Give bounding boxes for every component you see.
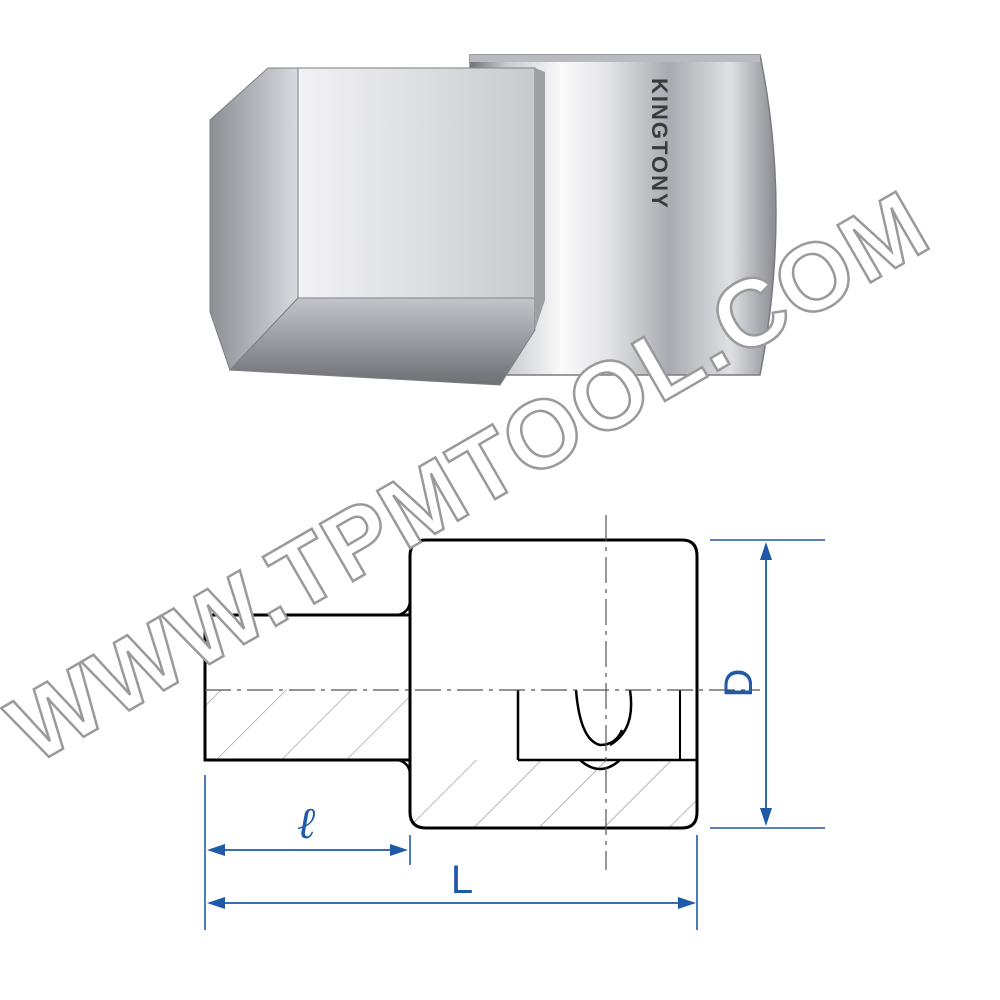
arrowhead-l-left <box>207 844 225 856</box>
square-drive-neck <box>535 68 545 330</box>
arrowhead-l-right <box>390 844 408 856</box>
shank-fillet-bottom <box>397 758 412 776</box>
arrowhead-L-right <box>678 897 696 909</box>
shank-outline <box>203 613 410 762</box>
body-outline <box>408 538 699 830</box>
socket-cylinder <box>469 54 777 376</box>
hex-cavity-arc-left <box>574 689 624 747</box>
square-drive-front-face <box>297 67 536 299</box>
dimension-label-l: ℓ <box>297 799 316 848</box>
technical-drawing: ℓ L D <box>203 515 825 930</box>
arrowhead-L-left <box>207 897 225 909</box>
dimension-label-L: L <box>451 858 473 902</box>
hex-cavity-arc-right <box>609 689 633 747</box>
arrowhead-D-top <box>760 542 772 560</box>
shank-fillet-top <box>397 599 412 617</box>
arrowhead-D-bottom <box>760 808 772 826</box>
product-photo: KINGTONY <box>209 54 777 386</box>
hex-cavity-arc-bottom <box>579 759 621 771</box>
socket-cylinder-rim <box>470 55 760 62</box>
brand-engraving: KINGTONY <box>647 78 672 210</box>
dimension-label-D: D <box>717 669 761 698</box>
hex-cavity <box>505 690 697 760</box>
